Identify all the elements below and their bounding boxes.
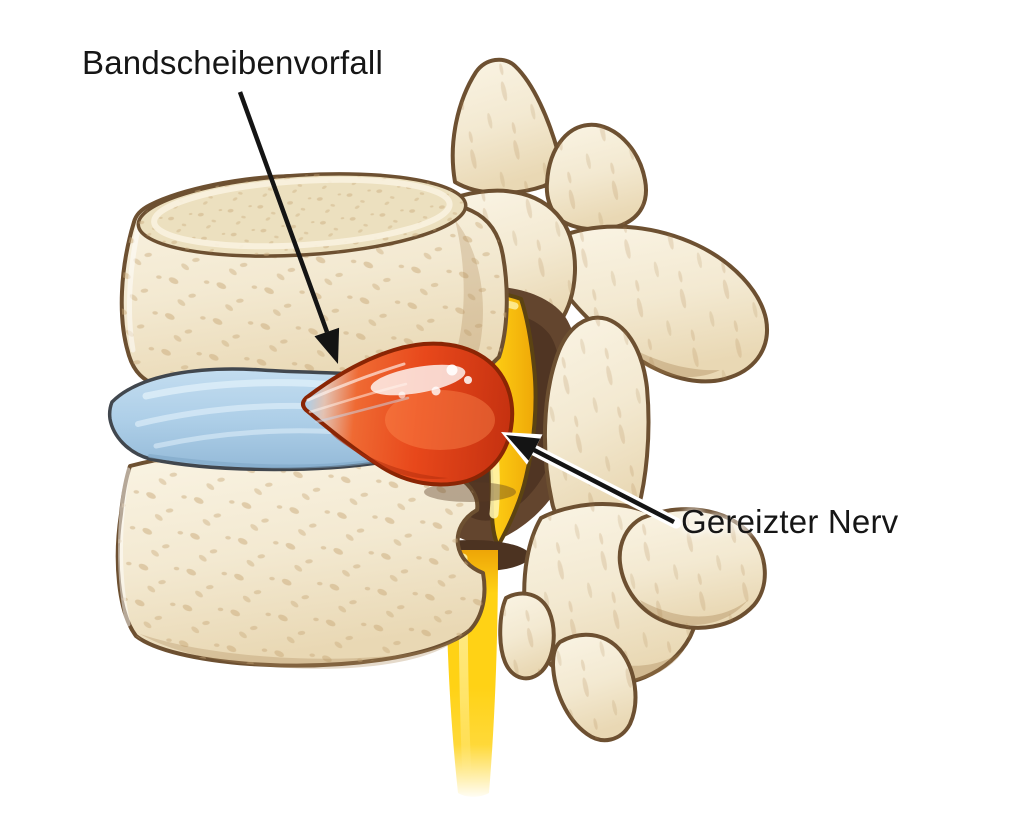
label-herniation: Bandscheibenvorfall (82, 44, 383, 81)
disc-herniation (301, 341, 515, 487)
superior-articular-process-upper (544, 122, 649, 232)
label-nerve: Gereizter Nerv (681, 503, 899, 540)
upper-vertebra-posterior (450, 57, 770, 384)
vertebra-endplate (136, 172, 468, 258)
spinous-process-lower (617, 507, 767, 630)
articular-stub-right (498, 591, 556, 681)
arrow-herniation (237, 91, 340, 364)
upper-vertebra-body (119, 172, 509, 401)
transverse-process-icon (450, 57, 562, 196)
lower-vertebra-posterior (384, 315, 767, 743)
herniation-cast-shadow (424, 482, 516, 502)
lower-vertebra-body (115, 446, 487, 669)
arrow-nerve (501, 432, 682, 529)
spinous-process-upper (549, 224, 770, 384)
